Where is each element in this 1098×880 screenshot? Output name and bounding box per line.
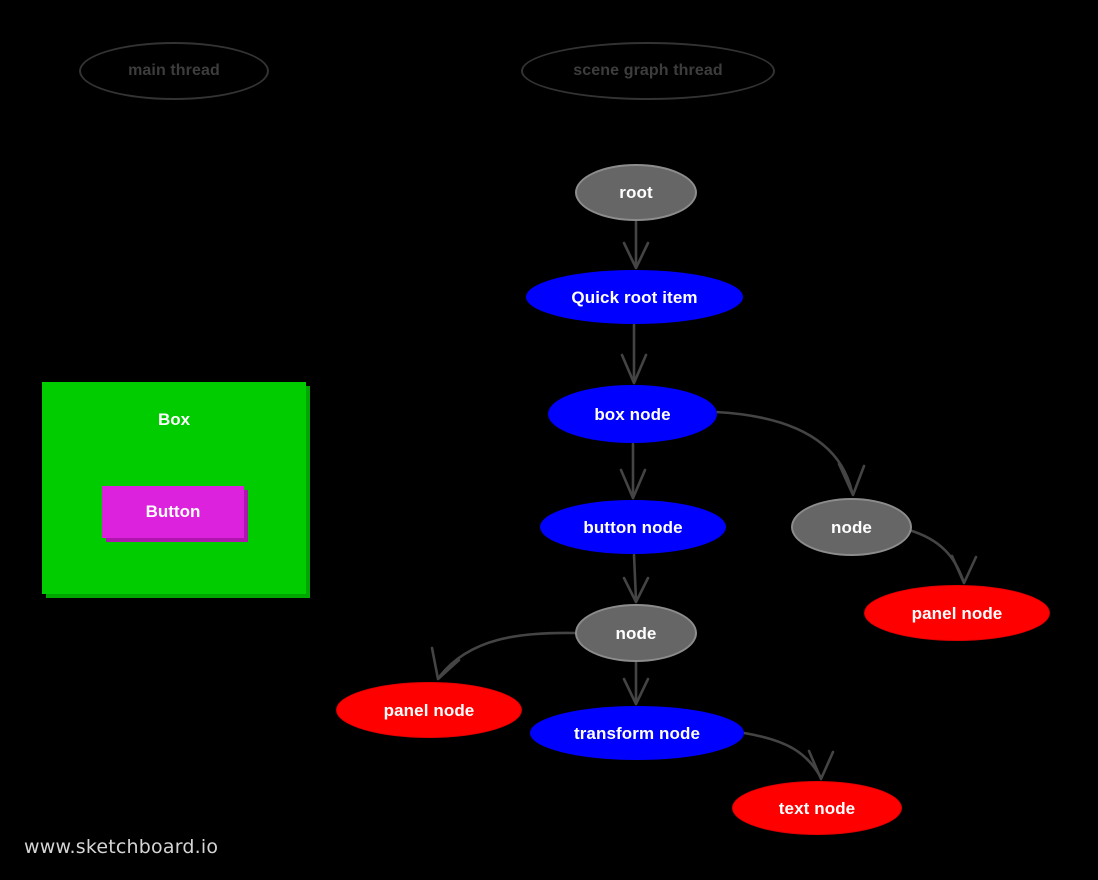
edge-quick-root-item-to-box-node: [620, 323, 648, 385]
edge-button-node-to-node-center: [622, 553, 650, 604]
node-node-right[interactable]: node: [791, 498, 912, 556]
edge-box-node-to-node-right: [714, 410, 866, 497]
node-text-node[interactable]: text node: [732, 781, 902, 835]
node-panel-node-right[interactable]: panel node: [864, 585, 1050, 641]
node-label-root: root: [619, 183, 653, 202]
node-label-panel-node-left: panel node: [383, 700, 475, 720]
edge-transform-node-to-text-node: [742, 731, 835, 781]
edge-box-node-to-button-node: [619, 442, 647, 500]
node-label-node-center: node: [615, 623, 657, 643]
node-button-node[interactable]: button node: [540, 500, 726, 554]
group-label-main-thread: main thread: [128, 62, 220, 79]
watermark: www.sketchboard.io: [24, 836, 219, 858]
node-label-text-node: text node: [778, 798, 856, 818]
node-quick-root-item[interactable]: Quick root item: [526, 270, 743, 324]
group-scene-graph-thread: scene graph thread: [521, 42, 775, 100]
shape-button[interactable]: Button: [102, 486, 244, 538]
shape-label-button: Button: [145, 502, 201, 521]
node-label-transform-node: transform node: [573, 723, 701, 743]
group-label-scene-graph-thread: scene graph thread: [573, 62, 723, 79]
edge-node-center-to-transform-node: [622, 660, 650, 706]
edge-root-to-quick-root-item: [622, 220, 650, 270]
node-label-box-node: box node: [594, 404, 671, 424]
node-label-node-right: node: [830, 517, 872, 537]
node-label-quick-root-item: Quick root item: [571, 287, 698, 307]
group-main-thread: main thread: [79, 42, 269, 100]
shape-label-box: Box: [157, 410, 191, 429]
node-node-center[interactable]: node: [575, 604, 697, 662]
node-label-button-node: button node: [583, 517, 683, 537]
node-transform-node[interactable]: transform node: [530, 706, 744, 760]
node-panel-node-left[interactable]: panel node: [336, 682, 522, 738]
edge-node-right-to-panel-node-right: [907, 528, 978, 585]
node-box-node[interactable]: box node: [548, 385, 717, 443]
node-root[interactable]: root: [575, 164, 697, 221]
node-label-panel-node-right: panel node: [911, 603, 1003, 623]
edge-node-center-to-panel-node-left: [430, 631, 577, 681]
